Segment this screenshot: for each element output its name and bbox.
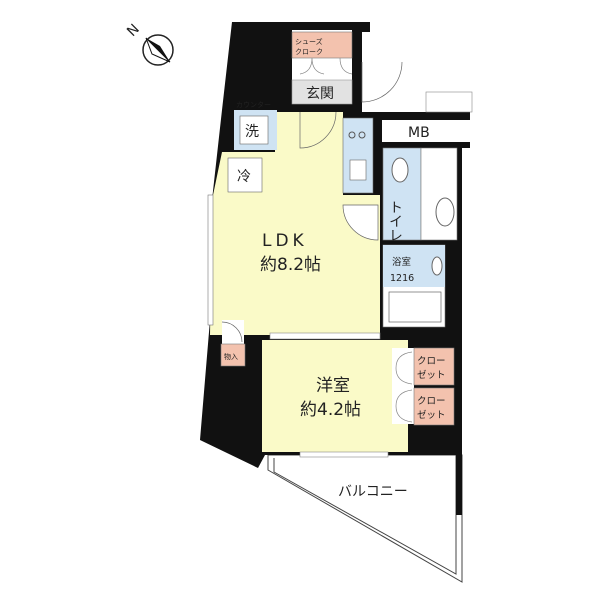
bath-label: 浴室 — [392, 256, 411, 268]
washroom-door — [342, 204, 379, 241]
closet-1-label: クロー — [417, 356, 446, 367]
counter-label: カウンター — [236, 100, 271, 109]
washer-space — [239, 115, 269, 145]
western-room — [262, 340, 408, 452]
entrance — [291, 79, 353, 105]
ldk-size-label: 約8.2帖 — [260, 255, 321, 275]
ldk-label: LDK — [262, 231, 308, 251]
washer-label: 洗 — [245, 124, 259, 140]
closet-2-label: クロー — [417, 396, 446, 407]
closet-2 — [413, 387, 455, 426]
fridge-label: 冷 — [237, 169, 251, 185]
meter-box — [382, 120, 470, 142]
compass-label: N — [124, 21, 143, 40]
north-arrow-icon: N — [124, 21, 174, 66]
toilet-label: トイレ — [387, 200, 403, 242]
washroom — [420, 147, 458, 241]
shoe-cloak-label-2: クローク — [295, 48, 323, 56]
kitchen-counter — [342, 117, 374, 194]
fridge-space — [227, 157, 263, 193]
entrance-door — [361, 61, 403, 103]
entrance-label: 玄関 — [306, 85, 334, 102]
bath-size-label: 1216 — [390, 273, 414, 284]
shoe-cloak — [291, 31, 353, 59]
closet-2-label-2: ゼット — [417, 409, 446, 421]
western-size-label: 約4.2帖 — [300, 400, 361, 420]
mb-label: MB — [408, 125, 430, 141]
closet-1-label-2: ゼット — [417, 369, 446, 381]
shoe-cloak-label: シューズ — [295, 37, 323, 46]
closet-1 — [413, 347, 455, 386]
balcony-label: バルコニー — [338, 484, 408, 500]
storage-label: 物入 — [224, 352, 238, 361]
western-label: 洋室 — [316, 376, 350, 396]
balcony-area — [267, 454, 463, 583]
ldk-door — [299, 111, 337, 149]
storage — [220, 343, 246, 367]
